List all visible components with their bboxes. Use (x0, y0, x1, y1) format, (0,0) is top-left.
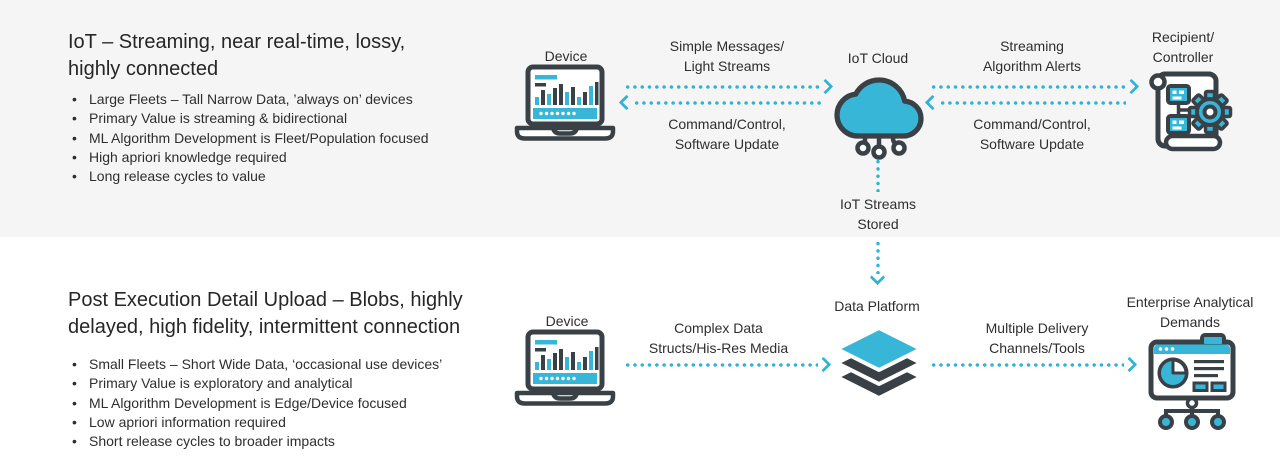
recipient-label: Recipient/ Controller (1133, 27, 1233, 67)
post-title-line1: Post Execution Detail Upload – Blobs, hi… (68, 289, 463, 311)
post-bullet: Short release cycles to broader impacts (68, 432, 508, 452)
label-line: Multiple Delivery (985, 320, 1089, 336)
label-streaming-alerts: Streaming Algorithm Alerts (937, 36, 1127, 76)
label-line: Command/Control, (668, 116, 786, 132)
label-line: Command/Control, (973, 116, 1091, 132)
post-bullet-list: Small Fleets – Short Wide Data, ‘occasio… (68, 355, 508, 452)
label-line: Complex Data (674, 320, 763, 336)
iot-bullet: ML Algorithm Development is Fleet/Popula… (68, 129, 498, 149)
scroll-gear-icon (1146, 66, 1242, 162)
device-label-post: Device (545, 313, 589, 329)
arrowhead-right-icon (1121, 356, 1138, 373)
label-line: Demands (1160, 314, 1220, 330)
label-line: Streaming (1000, 38, 1064, 54)
arrow-cloud-to-device (633, 101, 822, 105)
arrow-cloud-to-recipient (930, 85, 1126, 89)
label-line: Channels/Tools (989, 340, 1085, 356)
post-panel-title: Post Execution Detail Upload – Blobs, hi… (68, 287, 508, 340)
iot-title-line2: highly connected (68, 57, 219, 80)
iot-cloud-label: IoT Cloud (847, 50, 909, 66)
label-line: Algorithm Alerts (982, 58, 1082, 74)
label-line: Software Update (979, 136, 1085, 152)
arrow-platform-to-enterprise (930, 363, 1124, 367)
arrow-device-to-platform (624, 363, 818, 367)
label-command-control-right: Command/Control, Software Update (937, 114, 1127, 154)
data-platform-label: Data Platform (834, 298, 920, 314)
label-line: Stored (857, 216, 899, 232)
arrowhead-right-icon (815, 356, 832, 373)
iot-bullet-list: Large Fleets – Tall Narrow Data, ’always… (68, 90, 498, 187)
label-line: Structs/His-Res Media (648, 340, 789, 356)
post-title-line2: delayed, high fidelity, intermittent con… (68, 315, 461, 338)
iot-bullet: Primary Value is streaming & bidirection… (68, 109, 498, 129)
iot-cloud-icon (834, 66, 924, 160)
arrow-recipient-to-cloud (939, 101, 1126, 105)
label-line: IoT Streams (840, 196, 916, 212)
post-bullet: ML Algorithm Development is Edge/Device … (68, 394, 508, 414)
iot-bullet: Long release cycles to value (68, 167, 498, 187)
label-line: Light Streams (683, 58, 771, 74)
arrow-device-to-cloud (624, 85, 822, 89)
post-bullet: Primary Value is exploratory and analyti… (68, 374, 508, 394)
iot-panel-title: IoT – Streaming, near real-time, lossy, … (68, 29, 488, 82)
dashboard-tree-icon (1146, 332, 1238, 430)
arrowhead-down-icon (869, 269, 886, 286)
label-line: Recipient/ (1151, 29, 1215, 45)
iot-bullet: High apriori knowledge required (68, 148, 498, 168)
label-simple-messages: Simple Messages/ Light Streams (627, 36, 827, 76)
label-line: Enterprise Analytical (1126, 294, 1254, 310)
arrow-cloud-to-platform-lower (876, 240, 880, 274)
label-line: Simple Messages/ (669, 38, 785, 54)
laptop-analytics-icon (514, 329, 616, 413)
post-bullet: Low apriori information required (68, 413, 508, 433)
arrow-cloud-to-platform-upper (876, 158, 880, 192)
iot-title-line1: IoT – Streaming, near real-time, lossy, (68, 31, 406, 53)
label-line: Software Update (674, 136, 780, 152)
enterprise-label: Enterprise Analytical Demands (1106, 292, 1274, 332)
laptop-analytics-icon (514, 64, 616, 148)
label-multiple-delivery: Multiple Delivery Channels/Tools (937, 318, 1137, 358)
label-line: Controller (1152, 49, 1214, 65)
label-iot-streams-stored: IoT Streams Stored (826, 194, 930, 234)
layered-stack-icon (834, 324, 924, 408)
label-complex-data: Complex Data Structs/His-Res Media (616, 318, 821, 358)
iot-bullet: Large Fleets – Tall Narrow Data, ’always… (68, 90, 498, 110)
device-label-iot: Device (544, 48, 588, 64)
post-bullet: Small Fleets – Short Wide Data, ‘occasio… (68, 355, 508, 375)
label-command-control-left: Command/Control, Software Update (627, 114, 827, 154)
